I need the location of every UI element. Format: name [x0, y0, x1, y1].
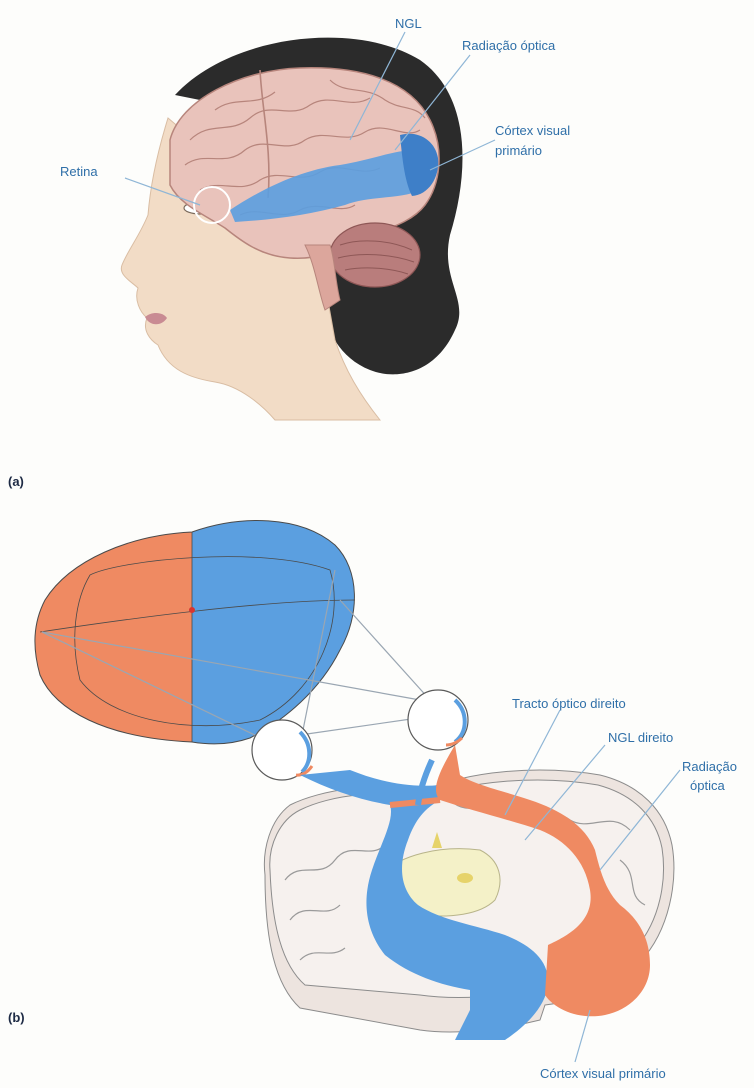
left-visual-field: [35, 532, 192, 742]
label-radiacao-line2: óptica: [690, 778, 725, 793]
panel-a-letter: (a): [8, 474, 24, 489]
head-illustration: [121, 38, 462, 420]
label-cortex-visual-line2: primário: [495, 143, 542, 158]
label-cortex-visual-line1: Córtex visual: [495, 123, 570, 138]
label-cortex-visual-primario: Córtex visual primário: [540, 1066, 666, 1081]
label-ngl: NGL: [395, 16, 422, 31]
label-radiacao-optica: Radiação óptica: [462, 38, 556, 53]
label-radiacao-line1: Radiação: [682, 759, 737, 774]
panel-b-letter: (b): [8, 1010, 25, 1025]
label-retina: Retina: [60, 164, 98, 179]
label-ngl-direito: NGL direito: [608, 730, 673, 745]
label-tracto-optico-direito: Tracto óptico direito: [512, 696, 626, 711]
